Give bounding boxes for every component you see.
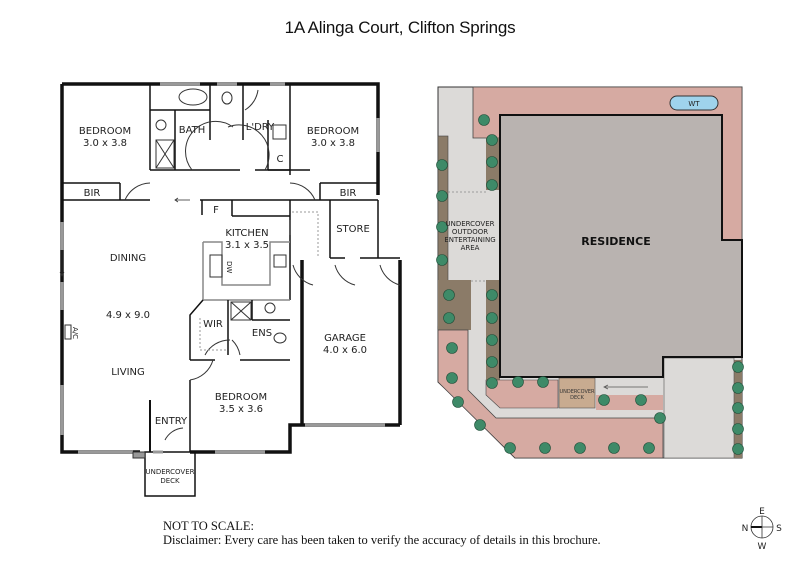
- room-label-living: LIVING: [111, 367, 145, 378]
- room-label-entry: ENTRY: [155, 416, 188, 427]
- room-size-bedroom2: 3.0 x 3.8: [311, 138, 355, 149]
- compass-north: N: [742, 524, 749, 534]
- outdoor-area-label-2: OUTDOOR: [452, 228, 488, 236]
- room-label-cupboard: C: [277, 154, 284, 165]
- room-label-bedroom3: BEDROOM: [215, 392, 267, 403]
- room-size-bedroom3: 3.5 x 3.6: [219, 404, 263, 415]
- room-label-ensuite: ENS: [252, 328, 272, 339]
- room-label-store: STORE: [336, 224, 370, 235]
- residence-label: RESIDENCE: [581, 235, 650, 248]
- outdoor-area-label-3: ENTERTAINING: [444, 236, 495, 244]
- water-tank: [669, 95, 719, 111]
- room-label-dining: DINING: [110, 253, 146, 264]
- plant-icons: [436, 114, 744, 455]
- room-size-garage: 4.0 x 6.0: [323, 345, 367, 356]
- room-size-dining-living: 4.9 x 9.0: [106, 310, 150, 321]
- room-label-fridge: F: [213, 205, 219, 216]
- water-tank-label: WT: [688, 100, 700, 108]
- room-label-bath: BATH: [179, 125, 206, 136]
- site-deck-label-2: DECK: [570, 395, 585, 401]
- site-deck-label-1: UNDERCOVER: [559, 389, 595, 395]
- room-size-bedroom1: 3.0 x 3.8: [83, 138, 127, 149]
- disclaimer: Disclaimer: Every care has been taken to…: [163, 533, 601, 547]
- room-label-garage: GARAGE: [324, 333, 366, 344]
- ac-label: A/C: [71, 327, 79, 339]
- room-label-bedroom2: BEDROOM: [307, 126, 359, 137]
- scale-note: NOT TO SCALE:: [163, 519, 254, 533]
- outdoor-area-label-4: AREA: [461, 244, 480, 252]
- room-label-wir: WIR: [203, 319, 223, 330]
- room-size-kitchen: 3.1 x 3.5: [225, 240, 269, 251]
- room-label-kitchen: KITCHEN: [225, 228, 268, 239]
- room-label-bir-left: BIR: [84, 188, 101, 199]
- residence-footprint: [499, 114, 743, 378]
- outdoor-area-label-1: UNDERCOVER: [445, 220, 494, 228]
- room-label-deck: UNDERCOVER: [145, 468, 194, 476]
- room-label-bedroom1: BEDROOM: [79, 126, 131, 137]
- room-label-deck-2: DECK: [160, 477, 180, 485]
- footer: NOT TO SCALE: Disclaimer: Every care has…: [163, 519, 601, 547]
- room-label-bir-right: BIR: [340, 188, 357, 199]
- compass-east: E: [759, 507, 765, 517]
- dishwasher-label: DW: [225, 261, 233, 273]
- page-title: 1A Alinga Court, Clifton Springs: [284, 18, 516, 37]
- compass-west: W: [758, 542, 767, 552]
- compass-icon: E N S W: [742, 507, 783, 552]
- room-label-laundry: L'DRY: [246, 122, 275, 133]
- compass-south: S: [776, 524, 782, 534]
- site-undercover-deck: [558, 377, 596, 409]
